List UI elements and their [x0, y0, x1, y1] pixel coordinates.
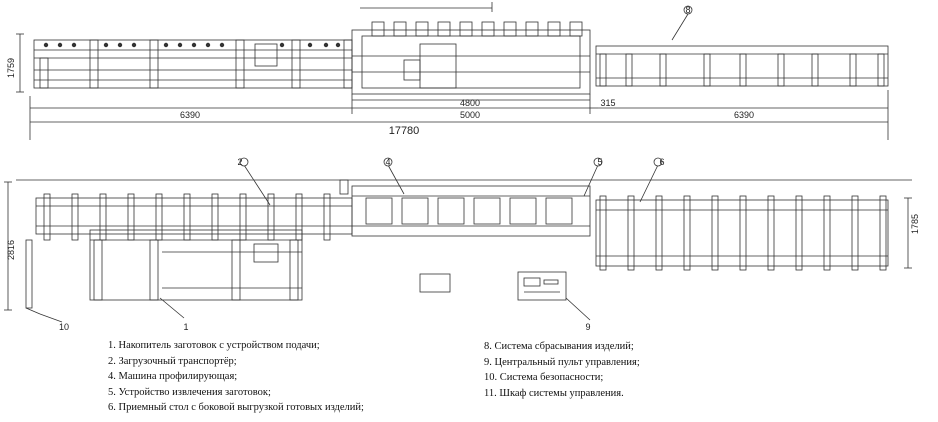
callout-1: 1 [183, 322, 188, 332]
central-control-panel [517, 271, 567, 301]
legend-item: 8. Система сбрасывания изделий; [484, 341, 634, 352]
callout-8: 8 [685, 5, 690, 15]
legend-right: 8. Система сбрасывания изделий; 9. Центр… [484, 339, 640, 401]
side-view-loader-rollers [43, 42, 341, 48]
callout-6: 6 [659, 157, 664, 167]
callout-5: 5 [597, 157, 602, 167]
side-view-machine [351, 2, 591, 95]
callout-leaders [39, 164, 659, 323]
plan-view-dimensions [4, 179, 912, 311]
side-view-loader [33, 39, 353, 89]
dim-total-length: 17780 [389, 125, 420, 137]
dim-gap: 315 [600, 98, 615, 108]
callout-9: 9 [585, 322, 590, 332]
callout-10: 10 [59, 322, 69, 332]
safety-system-post [25, 239, 41, 315]
dim-loader-length: 6390 [180, 110, 200, 120]
dim-table-length: 6390 [734, 110, 754, 120]
legend-item: 4. Машина профилирующая; [108, 371, 238, 382]
callout-markers [239, 157, 663, 167]
control-cabinet [419, 273, 451, 293]
plan-view-machine [339, 179, 591, 237]
plan-view-loader [35, 193, 353, 241]
callout-4: 4 [385, 157, 390, 167]
callout-2: 2 [237, 157, 242, 167]
plan-view-table [595, 195, 889, 271]
dim-plan-width: 2816 [6, 240, 16, 260]
side-view-table [595, 5, 889, 87]
dim-machine-inner: 4800 [460, 98, 480, 108]
legend-item: 6. Приемный стол с боковой выгрузкой гот… [108, 402, 364, 413]
plan-view-storage [89, 229, 303, 301]
legend-item: 5. Устройство извлечения заготовок; [108, 386, 271, 398]
plan-view [4, 164, 912, 323]
legend-left: 1. Накопитель заготовок с устройством по… [108, 338, 364, 416]
dim-machine-length: 5000 [460, 110, 480, 120]
side-view-dimensions [16, 33, 889, 140]
side-view [16, 2, 889, 140]
legend-item: 1. Накопитель заготовок с устройством по… [108, 340, 320, 351]
legend-item: 2. Загрузочный транспортёр; [108, 355, 237, 367]
legend-item: 11. Шкаф системы управления. [484, 387, 624, 399]
dim-table-width: 1785 [910, 214, 920, 234]
legend-item: 9. Центральный пульт управления; [484, 356, 640, 368]
legend-item: 10. Система безопасности; [484, 372, 604, 383]
dim-top-height: 1759 [6, 58, 16, 78]
